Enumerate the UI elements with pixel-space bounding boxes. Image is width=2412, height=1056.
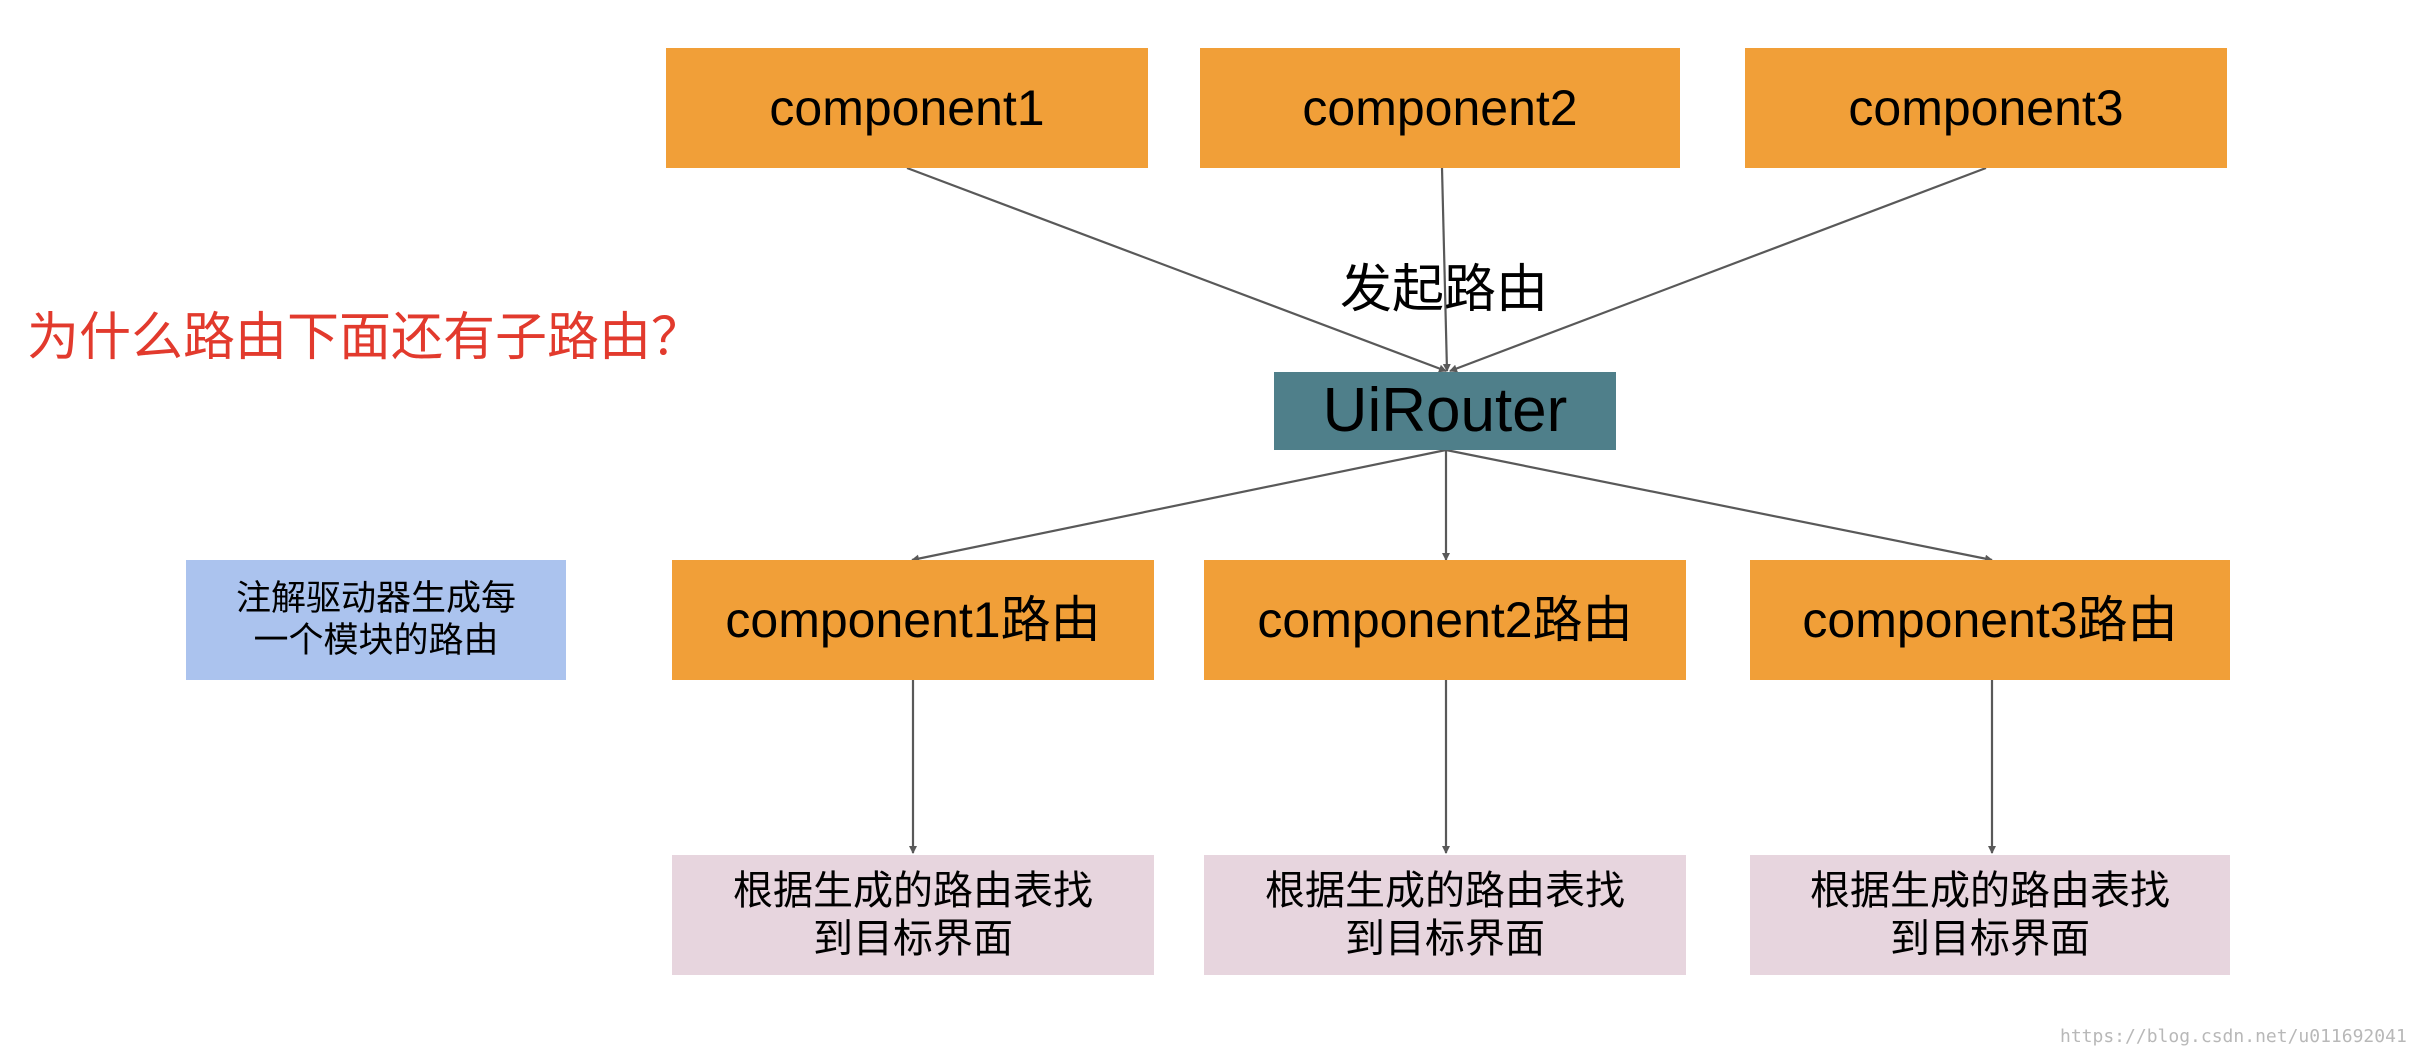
- edge-component1-to-router: [906, 166, 1447, 373]
- component1-route-label: component1路由: [725, 592, 1101, 648]
- component2-route-label: component2路由: [1257, 592, 1633, 648]
- result2-line-1: 根据生成的路由表找: [1265, 869, 1625, 913]
- result1-line-1: 根据生成的路由表找: [733, 869, 1093, 913]
- component3-node: component3: [1745, 48, 2227, 168]
- component1-node: component1: [666, 48, 1148, 168]
- uirouter-label: UiRouter: [1322, 375, 1568, 445]
- result1-line-2: 到目标界面: [813, 917, 1013, 961]
- question-annotation: 为什么路由下面还有子路由？: [27, 309, 704, 367]
- component2-label: component2: [1302, 80, 1578, 136]
- component2-route-node: component2路由: [1204, 560, 1686, 680]
- component3-route-node: component3路由: [1750, 560, 2230, 680]
- component1-label: component1: [769, 80, 1045, 136]
- edge-component3-to-router: [1449, 166, 1987, 373]
- annotation-driver-note: 注解驱动器生成每 一个模块的路由: [186, 560, 566, 680]
- uirouter-node: UiRouter: [1274, 372, 1616, 450]
- result2-line-2: 到目标界面: [1345, 917, 1545, 961]
- component3-label: component3: [1848, 80, 2124, 136]
- result3-line-2: 到目标界面: [1890, 917, 2090, 961]
- note-line-2: 一个模块的路由: [253, 621, 499, 660]
- result2-node: 根据生成的路由表找 到目标界面: [1204, 855, 1686, 975]
- component3-route-label: component3路由: [1802, 592, 2178, 648]
- edge-router-to-route3: [1445, 448, 1993, 563]
- edge-router-to-route1: [911, 448, 1447, 563]
- component2-node: component2: [1200, 48, 1680, 168]
- result3-node: 根据生成的路由表找 到目标界面: [1750, 855, 2230, 975]
- result3-line-1: 根据生成的路由表找: [1810, 869, 2170, 913]
- initiate-route-label: 发起路由: [1340, 261, 1549, 319]
- result1-node: 根据生成的路由表找 到目标界面: [672, 855, 1154, 975]
- watermark: https://blog.csdn.net/u011692041: [2060, 1026, 2407, 1047]
- edge-component2-to-router: [1440, 167, 1451, 372]
- note-line-1: 注解驱动器生成每: [235, 579, 516, 618]
- component1-route-node: component1路由: [672, 560, 1154, 680]
